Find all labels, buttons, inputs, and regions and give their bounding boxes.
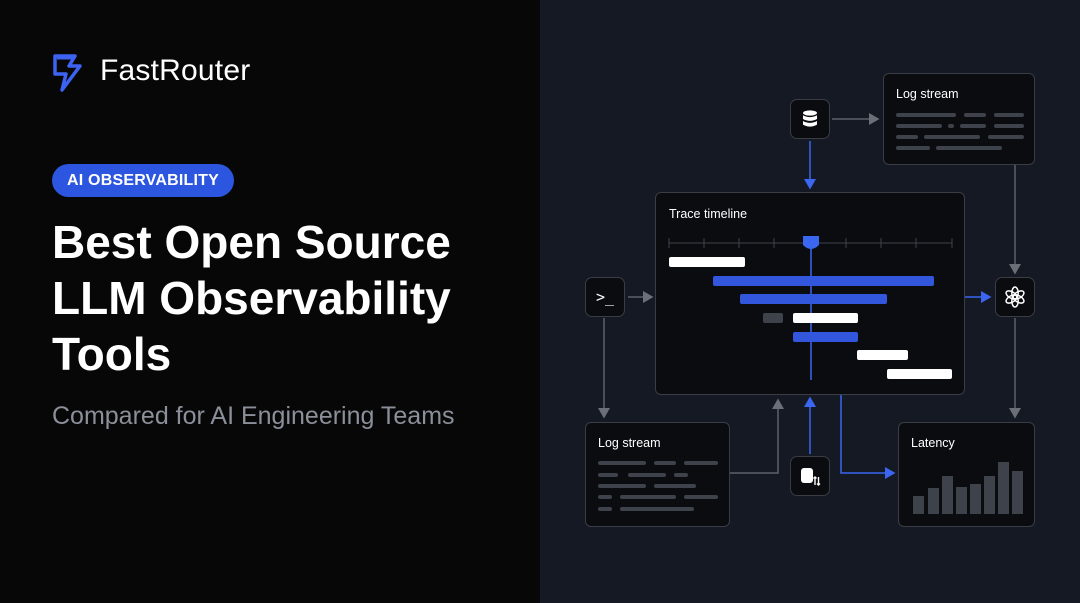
brand-name: FastRouter xyxy=(100,54,251,87)
brand: FastRouter xyxy=(52,50,250,92)
log-stream-title: Log stream xyxy=(896,87,959,101)
page-subtitle: Compared for AI Engineering Teams xyxy=(52,402,455,430)
page-title: Best Open Source LLM Observability Tools xyxy=(52,216,451,380)
left-panel: FastRouter AI OBSERVABILITY Best Open So… xyxy=(52,50,455,430)
storage-sync-icon xyxy=(801,468,821,486)
terminal-node[interactable]: >_ xyxy=(585,277,625,317)
right-panel: Log stream Trace timeline xyxy=(540,0,1080,603)
trace-waterfall xyxy=(668,236,953,380)
latency-bars xyxy=(913,462,1023,514)
storage-node[interactable] xyxy=(790,456,830,496)
openai-icon xyxy=(1005,286,1025,308)
latency-card: Latency xyxy=(898,422,1035,527)
log-stream-title: Log stream xyxy=(598,436,661,450)
database-icon xyxy=(803,110,817,127)
latency-title: Latency xyxy=(911,436,955,450)
log-stream-card-bottom: Log stream xyxy=(585,422,730,527)
log-lines xyxy=(598,461,718,511)
log-stream-card-top: Log stream xyxy=(883,73,1035,165)
openai-node[interactable] xyxy=(995,277,1035,317)
flow-connectors xyxy=(598,113,1021,479)
database-node[interactable] xyxy=(790,99,830,139)
lightning-bolt-icon xyxy=(53,54,82,92)
terminal-icon: >_ xyxy=(595,288,615,306)
trace-timeline-title: Trace timeline xyxy=(669,207,748,221)
category-badge: AI OBSERVABILITY xyxy=(52,164,234,197)
trace-timeline-card: Trace timeline xyxy=(655,192,965,395)
log-lines xyxy=(896,113,1024,150)
